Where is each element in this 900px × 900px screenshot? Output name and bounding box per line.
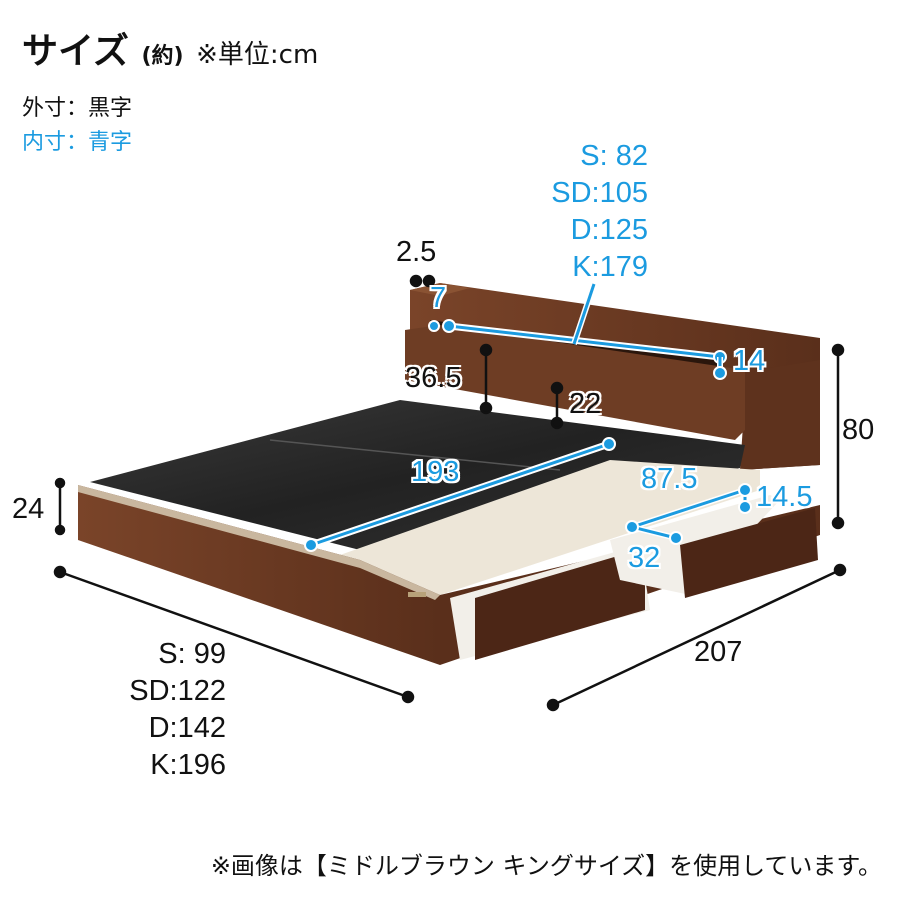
drawer-height-label: 14.5 [756, 481, 813, 513]
unit-label: ※単位:cm [196, 40, 319, 70]
shelf-height-label: 14 [733, 345, 766, 377]
frame-height-label: 24 [12, 493, 45, 525]
drawer-top-panel [340, 460, 760, 595]
total-length-label: 207 [694, 636, 743, 668]
headboard-thickness-label: 2.5 [396, 236, 437, 268]
size-s: S: 82 [580, 140, 648, 172]
size-d: D:142 [148, 712, 226, 744]
total-height-label: 80 [842, 414, 875, 446]
footnote: ※画像は【ミドルブラウン キングサイズ】を使用しています。 [210, 852, 882, 880]
size-sd: SD:122 [129, 675, 226, 707]
size-s: S: 99 [158, 638, 226, 670]
shelf-depth-label: 7 [430, 282, 447, 314]
drawer-length-label: 87.5 [641, 463, 698, 495]
page-title: サイズ (約) ※単位:cm [22, 22, 318, 74]
outer-dimension-lines [53, 274, 847, 712]
headboard-height-label: 36.5 [405, 362, 462, 394]
title-approx: (約) [141, 44, 184, 69]
inner-dimension-lines [304, 283, 752, 552]
slat-board [90, 400, 745, 550]
drawer-width-label: 32 [628, 542, 661, 574]
size-sd: SD:105 [551, 177, 648, 209]
size-d: D:125 [570, 214, 648, 246]
drawer-front [450, 545, 650, 660]
headboard-inner-width: S: 82 SD:105 D:125 K:179 [520, 138, 648, 286]
inner-length-label: 193 [411, 456, 460, 488]
size-k: K:179 [572, 251, 648, 283]
legend-inner: 内寸：青字 [22, 130, 133, 155]
title-text: サイズ [22, 31, 129, 72]
size-k: K:196 [150, 749, 226, 781]
bed-width: S: 99 SD:122 D:142 K:196 [100, 636, 226, 784]
headboard-step-label: 22 [569, 388, 602, 420]
legend-outer: 外寸：黒字 [22, 96, 133, 121]
drawer-side [610, 495, 818, 598]
